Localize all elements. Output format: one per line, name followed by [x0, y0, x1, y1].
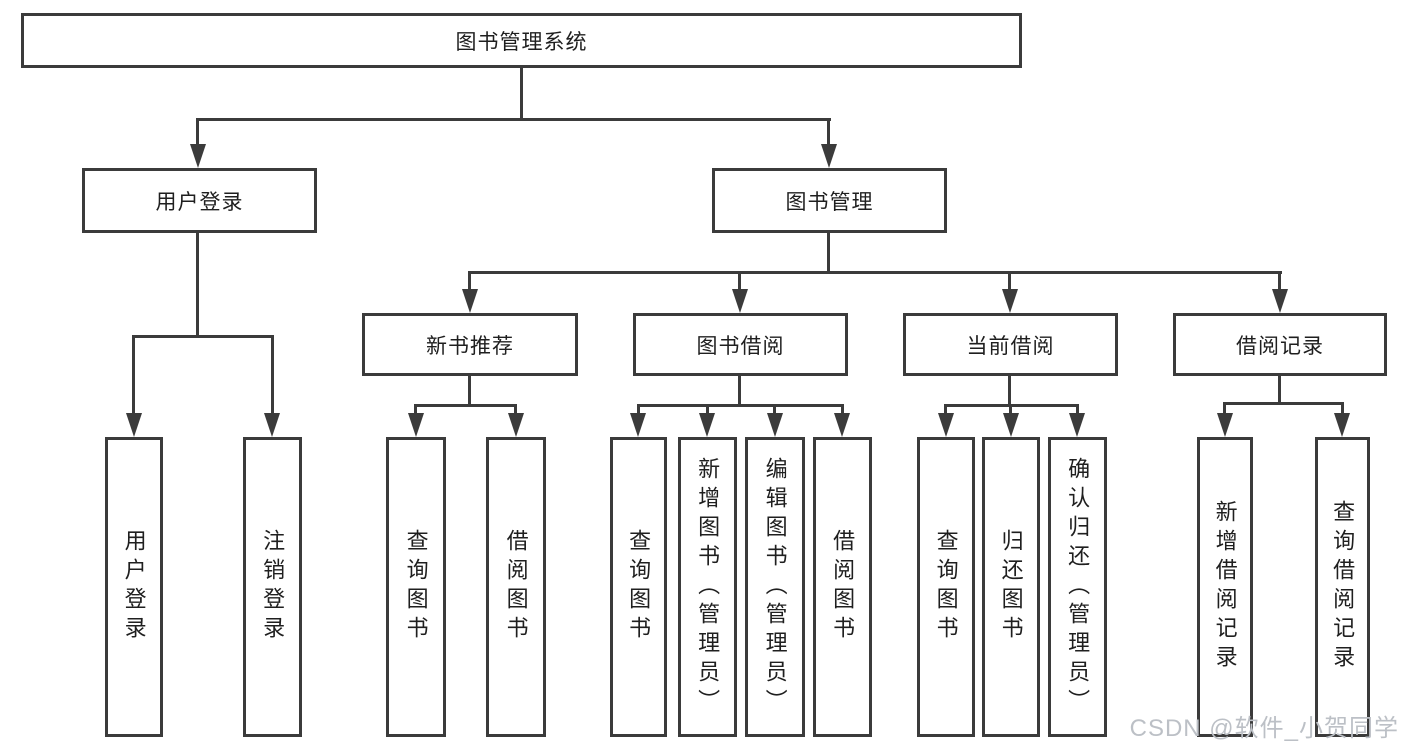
arrowhead-rec-add	[1217, 413, 1233, 437]
connector-login-drop	[132, 335, 135, 415]
leaf-bb-query-books: 查询图书	[610, 437, 667, 737]
connector-rec-query-drop	[1341, 402, 1344, 415]
leaf-cb-return-books-label: 归还图书	[998, 529, 1024, 645]
arrowhead-cb-confirm	[1069, 413, 1085, 437]
connector-level1-rail	[197, 118, 831, 121]
connector-new-books-drop	[468, 271, 471, 293]
connector-records-rail	[1223, 402, 1344, 405]
arrowhead-nb-query	[408, 413, 424, 437]
leaf-nb-borrow-books-label: 借阅图书	[503, 529, 529, 645]
leaf-logout: 注销登录	[243, 437, 302, 737]
connector-user-login-rail	[132, 335, 274, 338]
arrowhead-cb-return	[1003, 413, 1019, 437]
arrowhead-cb-query	[938, 413, 954, 437]
arrowhead-book-mgmt	[821, 144, 837, 168]
connector-logout-drop	[271, 335, 274, 415]
connector-borrowing-rail	[637, 404, 844, 407]
arrowhead-borrowing	[732, 289, 748, 313]
node-user-login: 用户登录	[82, 168, 317, 233]
connector-nb-borrow-drop	[514, 404, 517, 415]
node-current-borrowing-label: 当前借阅	[966, 334, 1055, 358]
leaf-cb-return-books: 归还图书	[982, 437, 1040, 737]
leaf-cb-query-books: 查询图书	[917, 437, 975, 737]
connector-nb-query-drop	[414, 404, 417, 415]
arrowhead-records	[1272, 289, 1288, 313]
node-root-label: 图书管理系统	[455, 30, 588, 54]
connector-cb-confirm-drop	[1076, 404, 1079, 415]
arrowhead-rec-query	[1334, 413, 1350, 437]
arrowhead-logout	[264, 413, 280, 437]
connector-records-stem	[1278, 374, 1281, 404]
arrowhead-user-login	[190, 144, 206, 168]
leaf-user-login-label: 用户登录	[121, 529, 147, 645]
node-user-login-label: 用户登录	[155, 190, 244, 214]
connector-user-login-drop	[196, 118, 199, 146]
node-borrowing-records-label: 借阅记录	[1236, 334, 1324, 358]
arrowhead-bb-add	[699, 413, 715, 437]
connector-new-books-rail	[415, 404, 517, 407]
leaf-bb-borrow-books-label: 借阅图书	[830, 529, 856, 645]
arrowhead-bb-query	[630, 413, 646, 437]
connector-current-drop	[1008, 271, 1011, 293]
connector-cb-query-drop	[944, 404, 947, 415]
leaf-nb-borrow-books: 借阅图书	[486, 437, 546, 737]
leaf-bb-add-books-label: 新增图书（管理员）	[695, 456, 721, 718]
node-book-borrowing: 图书借阅	[633, 313, 848, 376]
arrowhead-nb-borrow	[508, 413, 524, 437]
leaf-rec-add-record-label: 新增借阅记录	[1212, 500, 1238, 674]
connector-level2-rail	[468, 271, 1282, 274]
connector-book-mgmt-drop	[827, 118, 830, 146]
leaf-rec-query-record: 查询借阅记录	[1315, 437, 1370, 737]
connector-bb-borrow-drop	[841, 404, 844, 415]
node-book-mgmt: 图书管理	[712, 168, 947, 233]
leaf-nb-query-books-label: 查询图书	[403, 529, 429, 645]
arrowhead-current	[1002, 289, 1018, 313]
connector-cb-return-drop	[1009, 404, 1012, 415]
node-new-books-label: 新书推荐	[426, 334, 514, 358]
connector-borrowing-stem	[738, 374, 741, 406]
connector-bb-query-drop	[637, 404, 640, 415]
connector-root-stem	[520, 66, 523, 120]
arrowhead-new-books	[462, 289, 478, 313]
leaf-bb-edit-books-label: 编辑图书（管理员）	[762, 456, 788, 718]
node-borrowing-records: 借阅记录	[1173, 313, 1387, 376]
arrowhead-bb-borrow	[834, 413, 850, 437]
connector-bb-add-drop	[706, 404, 709, 415]
leaf-rec-add-record: 新增借阅记录	[1197, 437, 1253, 737]
leaf-nb-query-books: 查询图书	[386, 437, 446, 737]
connector-rec-add-drop	[1223, 402, 1226, 415]
connector-new-books-stem	[468, 374, 471, 406]
leaf-rec-query-record-label: 查询借阅记录	[1330, 500, 1356, 674]
node-book-borrowing-label: 图书借阅	[696, 334, 785, 358]
leaf-logout-label: 注销登录	[260, 529, 286, 645]
node-root: 图书管理系统	[21, 13, 1022, 68]
arrowhead-bb-edit	[767, 413, 783, 437]
node-current-borrowing: 当前借阅	[903, 313, 1118, 376]
node-book-mgmt-label: 图书管理	[785, 190, 874, 214]
connector-borrowing-drop	[738, 271, 741, 293]
leaf-user-login: 用户登录	[105, 437, 163, 737]
connector-current-stem	[1008, 374, 1011, 406]
arrowhead-login	[126, 413, 142, 437]
leaf-bb-borrow-books: 借阅图书	[813, 437, 872, 737]
leaf-cb-query-books-label: 查询图书	[933, 529, 959, 645]
leaf-bb-edit-books: 编辑图书（管理员）	[745, 437, 805, 737]
node-new-books: 新书推荐	[362, 313, 578, 376]
connector-user-login-stem	[196, 231, 199, 337]
leaf-cb-confirm-return-label: 确认归还（管理员）	[1065, 456, 1091, 718]
connector-bb-edit-drop	[773, 404, 776, 415]
leaf-cb-confirm-return: 确认归还（管理员）	[1048, 437, 1107, 737]
leaf-bb-query-books-label: 查询图书	[626, 529, 652, 645]
connector-records-drop	[1278, 271, 1281, 293]
connector-book-mgmt-stem	[827, 231, 830, 273]
leaf-bb-add-books: 新增图书（管理员）	[678, 437, 737, 737]
